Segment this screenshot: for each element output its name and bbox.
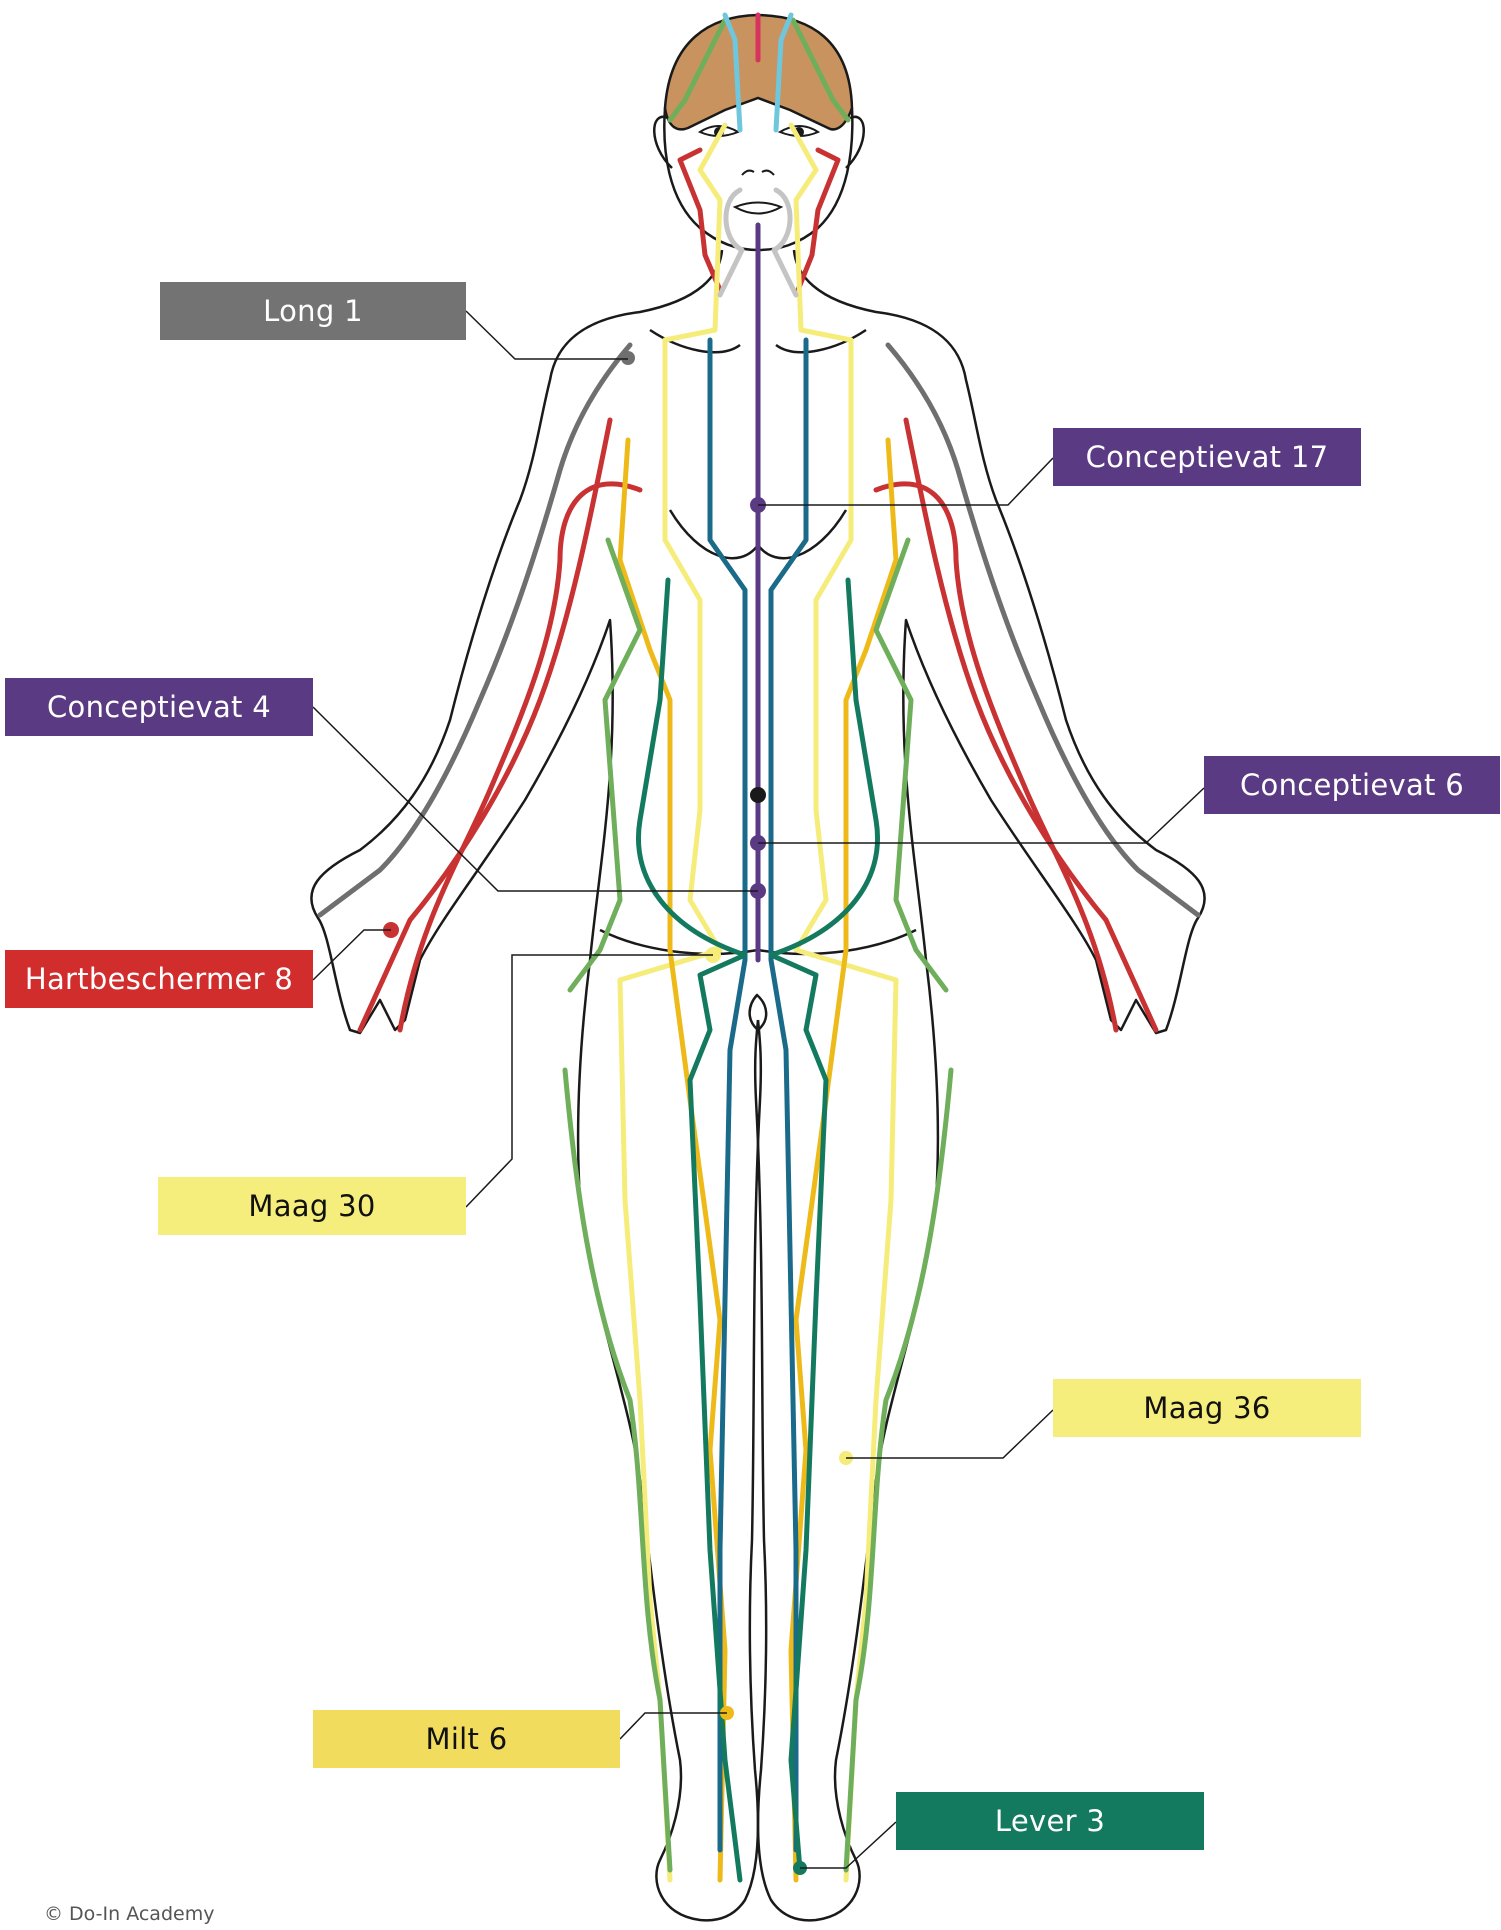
label-maag36: Maag 36 <box>1053 1379 1361 1437</box>
liver-meridian-left <box>638 580 745 1880</box>
label-conceptievat17: Conceptievat 17 <box>1053 428 1361 486</box>
label-conceptievat4: Conceptievat 4 <box>5 678 313 736</box>
red-meridian-left-1 <box>360 420 610 1030</box>
spleen-meridian-right <box>791 440 896 1880</box>
label-long1: Long 1 <box>160 282 466 340</box>
spleen-meridian-left <box>620 440 725 1880</box>
point-dark <box>750 787 766 803</box>
point-long1 <box>621 351 635 365</box>
label-maag30: Maag 30 <box>158 1177 466 1235</box>
label-lever3: Lever 3 <box>896 1792 1204 1850</box>
label-hartbeschermer8: Hartbeschermer 8 <box>5 950 313 1008</box>
label-conceptievat6: Conceptievat 6 <box>1204 756 1500 814</box>
label-milt6: Milt 6 <box>313 1710 620 1768</box>
copyright: © Do-In Academy <box>44 1903 214 1925</box>
red-meridian-right-1 <box>906 420 1156 1030</box>
